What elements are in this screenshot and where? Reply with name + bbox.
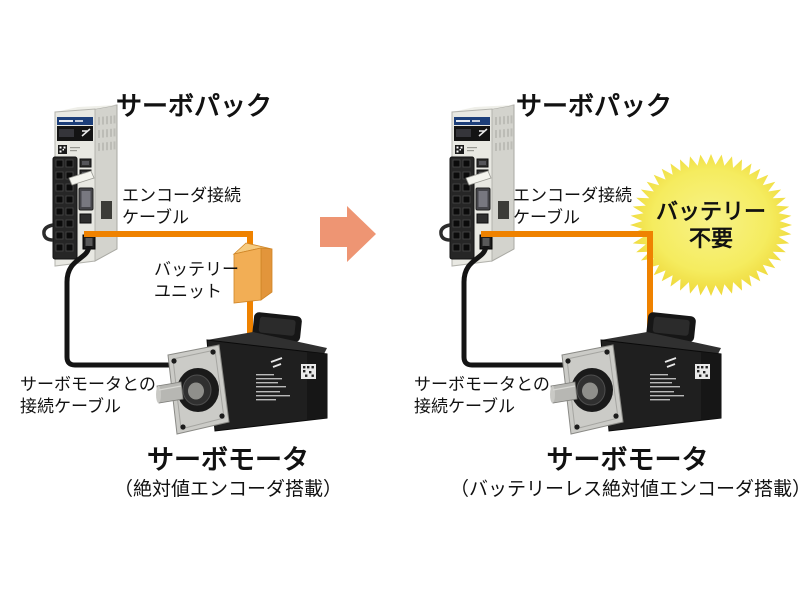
- right-motor-cable: [461, 245, 568, 368]
- battery-unit-label-line1: バッテリー: [154, 260, 239, 279]
- transform-arrow-icon: [320, 206, 376, 262]
- left-encoder-cable-label-line2: ケーブル: [122, 208, 189, 227]
- right-encoder-cable-label-line1: エンコーダ接続: [513, 186, 632, 205]
- right-encoder-cable-label: エンコーダ接続 ケーブル: [513, 185, 632, 229]
- right-motor-caption: サーボモータ （バッテリーレス絶対値エンコーダ搭載）: [450, 444, 800, 502]
- left-motor-cable-label: サーボモータとの 接続ケーブル: [20, 374, 156, 418]
- right-encoder-cable: [481, 231, 653, 334]
- battery-unit-label-line2: ユニット: [154, 282, 222, 301]
- right-servopack-title: サーボパック: [516, 91, 673, 121]
- battery-unit-box: [232, 242, 273, 304]
- left-servopack-title: サーボパック: [116, 91, 273, 121]
- left-encoder-cable-label: エンコーダ接続 ケーブル: [122, 185, 241, 229]
- left-motor-title: サーボモータ: [147, 445, 309, 475]
- right-motor-cable-label: サーボモータとの 接続ケーブル: [414, 374, 550, 418]
- battery-unit-label: バッテリー ユニット: [154, 259, 239, 303]
- left-motor-cable: [64, 245, 172, 368]
- left-motor-cable-label-line2: 接続ケーブル: [20, 397, 121, 416]
- badge-line-2: 不要: [688, 226, 733, 251]
- left-motor-subtitle: （絶対値エンコーダ搭載）: [113, 479, 342, 500]
- badge-line-1: バッテリー: [655, 199, 766, 224]
- right-motor-cable-label-line1: サーボモータとの: [414, 375, 550, 394]
- left-motor-caption: サーボモータ （絶対値エンコーダ搭載）: [63, 444, 393, 502]
- right-encoder-cable-label-line2: ケーブル: [513, 208, 580, 227]
- battery-not-required-badge: バッテリー 不要: [627, 151, 795, 299]
- left-motor-cable-label-line1: サーボモータとの: [20, 375, 156, 394]
- right-servo-motor-image: [549, 310, 724, 445]
- right-motor-subtitle: （バッテリーレス絶対値エンコーダ搭載）: [450, 479, 800, 500]
- left-encoder-cable-label-line1: エンコーダ接続: [122, 186, 241, 205]
- right-motor-title: サーボモータ: [546, 445, 709, 475]
- right-motor-cable-label-line2: 接続ケーブル: [414, 397, 515, 416]
- left-servo-motor-image: [155, 310, 330, 445]
- battery-free-starburst-icon: [630, 154, 792, 296]
